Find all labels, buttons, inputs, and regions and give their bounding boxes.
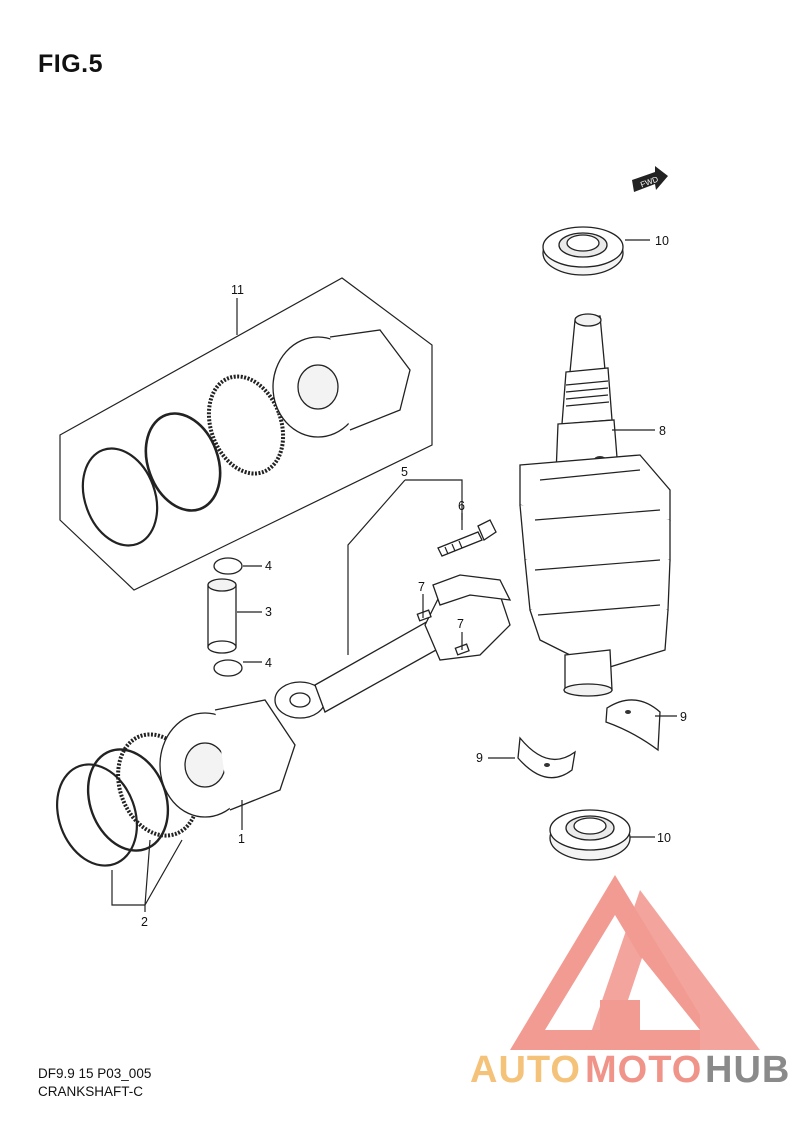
watermark-logo-mark <box>510 875 760 1050</box>
footer-code: DF9.9 15 P03_005 <box>38 1066 152 1081</box>
piston-pin-clip-upper <box>213 557 243 575</box>
callout-5: 5 <box>401 465 408 479</box>
callout-4-upper: 4 <box>265 559 272 573</box>
piston-in-set <box>272 329 411 438</box>
callout-4-lower: 4 <box>265 656 272 670</box>
watermark-hub: HUB <box>705 1049 790 1091</box>
callout-9-left: 9 <box>476 751 483 765</box>
piston-pin <box>207 578 237 654</box>
connecting-rod-bolt <box>437 519 497 557</box>
crankshaft <box>519 313 671 697</box>
piston-pin-clip-lower <box>213 659 243 677</box>
bearing-upper <box>605 699 661 752</box>
oil-seal-upper <box>542 226 624 276</box>
piston <box>159 699 296 818</box>
callout-2: 2 <box>141 915 148 929</box>
watermark-text: AUTO MOTO HUB <box>470 1049 790 1091</box>
callout-labels: 10 11 5 6 8 4 3 4 7 7 9 9 10 1 2 <box>141 234 687 929</box>
bearing-lower <box>517 736 576 779</box>
leader-lines <box>111 239 677 912</box>
callout-10-lower: 10 <box>657 831 671 845</box>
fwd-arrow-icon: FWD <box>632 166 668 192</box>
footer-name: CRANKSHAFT-C <box>38 1084 144 1099</box>
figure-title: FIG.5 <box>38 50 104 78</box>
callout-8: 8 <box>659 424 666 438</box>
callout-7-lower: 7 <box>457 617 464 631</box>
oil-seal-lower <box>549 809 631 861</box>
figure-footer: DF9.9 15 P03_005 CRANKSHAFT-C <box>38 1065 151 1101</box>
callout-1: 1 <box>238 832 245 846</box>
piston-set-box <box>59 277 433 591</box>
callout-6: 6 <box>458 499 465 513</box>
callout-10-upper: 10 <box>655 234 669 248</box>
callout-3: 3 <box>265 605 272 619</box>
watermark-moto: MOTO <box>585 1049 702 1091</box>
callout-11: 11 <box>231 283 244 297</box>
watermark-auto: AUTO <box>470 1049 581 1091</box>
connecting-rod <box>274 574 512 719</box>
callout-9-right: 9 <box>680 710 687 724</box>
callout-7-upper: 7 <box>418 580 425 594</box>
